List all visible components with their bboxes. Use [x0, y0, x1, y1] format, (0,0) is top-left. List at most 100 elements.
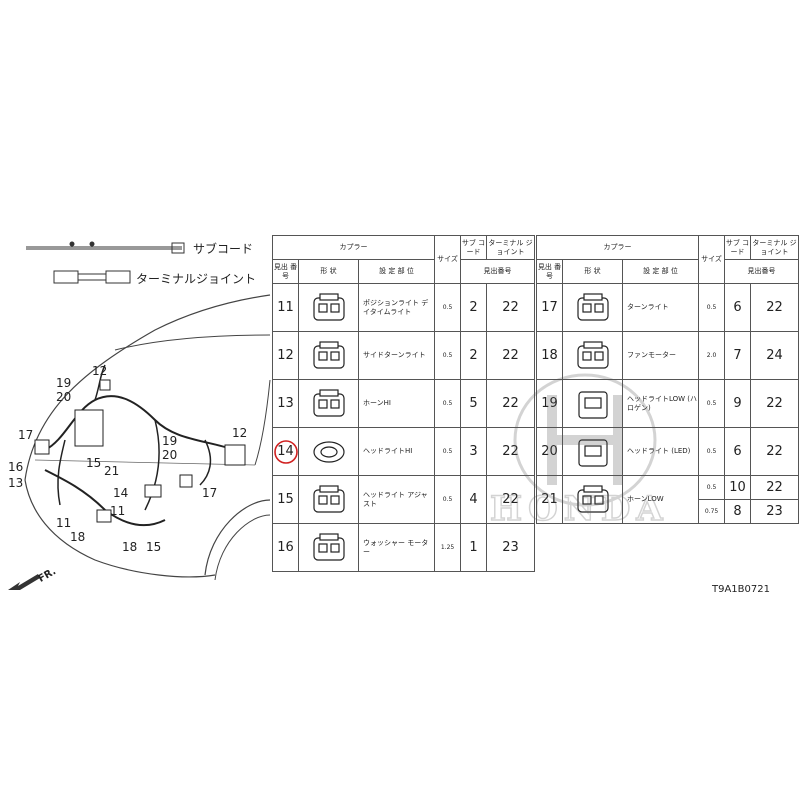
connector-shape-icon [577, 438, 608, 467]
callout-11-right: 11 [110, 504, 126, 518]
terminal-joint-header: ターミナル ジョイント [486, 235, 536, 260]
callout-14: 14 [113, 486, 129, 500]
ref-no-header: 見出 番号 [272, 259, 299, 284]
install-site: ポジションライト デイタイムライト [357, 283, 436, 332]
shape-header: 形 状 [298, 259, 359, 284]
terminal-joint-no: 22 [486, 283, 536, 332]
ref-number: 11 [272, 283, 299, 332]
ref-number: 15 [272, 475, 299, 524]
size-header-right: サイズ [698, 235, 726, 284]
connector-shape-icon [312, 484, 345, 513]
subcord-header: サブ コード [460, 235, 488, 260]
callout-20-left: 20 [56, 390, 72, 404]
subcord-label: サブコード [193, 242, 254, 256]
callout-12-right: 12 [232, 426, 248, 440]
see-no-header-right: 見出番号 [724, 259, 800, 284]
connector-shape-icon [312, 340, 345, 369]
subcord-no: 8 [724, 499, 752, 524]
size-header: サイズ [434, 235, 462, 284]
coupler-header-right: カプラー [535, 235, 700, 260]
callout-18-left: 18 [122, 540, 138, 554]
subcord-no: 2 [460, 283, 488, 332]
connector-shape-icon [576, 340, 609, 369]
wire-size: 0.5 [434, 379, 462, 428]
connector-shape [562, 427, 623, 476]
terminal-joint-no: 24 [750, 331, 800, 380]
connector-shape-icon [576, 484, 609, 513]
wire-size: 2.0 [698, 331, 726, 380]
part-code: T9A1B0721 [712, 584, 770, 595]
connector-shape-icon [576, 292, 609, 321]
subcord-no: 9 [724, 379, 752, 428]
connector-shape [298, 331, 359, 380]
connector-shape-icon [312, 292, 345, 321]
terminal-joint-no: 22 [750, 283, 800, 332]
highlight-circle [274, 440, 298, 464]
ref-number: 13 [272, 379, 299, 428]
callout-17-right: 17 [202, 486, 218, 500]
callout-18-bottom: 18 [70, 530, 86, 544]
subcord-header-right: サブ コード [724, 235, 752, 260]
coupler-table-left: カプラー サイズ サブ コード ターミナル ジョイント 見出 番号 形 状 設 … [271, 235, 536, 572]
connector-shape [298, 427, 359, 476]
front-arrow-icon [8, 574, 40, 590]
callout-11-left: 11 [56, 516, 72, 530]
site-header-right: 設 定 部 位 [621, 259, 700, 284]
ref-number: 20 [536, 427, 563, 476]
subcord-symbol [26, 241, 185, 254]
ref-no-header-right: 見出 番号 [536, 259, 563, 284]
terminal-joint-header-right: ターミナル ジョイント [750, 235, 800, 260]
connector-shape [298, 523, 359, 572]
wire-size: 0.5 [698, 379, 726, 428]
coupler-table-right: カプラー サイズ サブ コード ターミナル ジョイント 見出 番号 形 状 設 … [535, 235, 800, 524]
connector-shape [562, 283, 623, 332]
callout-19-left: 19 [56, 376, 72, 390]
wire-size: 0.5 [434, 331, 462, 380]
connector-shape [298, 475, 359, 524]
wire-size: 0.5 [434, 475, 462, 524]
terminal-joint-no: 23 [750, 499, 800, 524]
callout-12-top: 12 [92, 364, 108, 378]
subcord-no: 10 [724, 475, 752, 500]
callout-13: 13 [8, 476, 24, 490]
install-site: ヘッドライトHI [357, 427, 436, 476]
ref-number: 18 [536, 331, 563, 380]
install-site: ホーンHI [357, 379, 436, 428]
connector-shape [298, 283, 359, 332]
terminal-joint-symbol [53, 270, 131, 284]
engine-bay-illustration [24, 294, 271, 581]
terminal-joint-no: 23 [486, 523, 536, 572]
ref-number: 17 [536, 283, 563, 332]
install-site: ホーンLOW [621, 475, 700, 524]
svg-text:HONDA: HONDA [490, 489, 669, 529]
ref-number: 19 [536, 379, 563, 428]
wire-size: 1.25 [434, 523, 462, 572]
install-site: ターンライト [621, 283, 700, 332]
install-site: ヘッドライト アジャスト [357, 475, 436, 524]
coupler-header: カプラー [271, 235, 436, 260]
connector-shape-icon [312, 440, 345, 463]
terminal-joint-no: 22 [750, 379, 800, 428]
terminal-joint-no: 22 [750, 427, 800, 476]
connector-shape-icon [577, 390, 608, 419]
install-site: ファンモーター [621, 331, 700, 380]
ref-number: 12 [272, 331, 299, 380]
callout-16: 16 [8, 460, 24, 474]
terminal-joint-no: 22 [750, 475, 800, 500]
see-no-header: 見出番号 [460, 259, 536, 284]
ref-number: 21 [536, 475, 563, 524]
honda-watermark-logo: HONDA [489, 373, 669, 530]
site-header: 設 定 部 位 [357, 259, 436, 284]
terminal-joint-no: 22 [486, 379, 536, 428]
connector-shape-icon [312, 532, 345, 561]
callout-21: 21 [104, 464, 120, 478]
connector-shape [298, 379, 359, 428]
